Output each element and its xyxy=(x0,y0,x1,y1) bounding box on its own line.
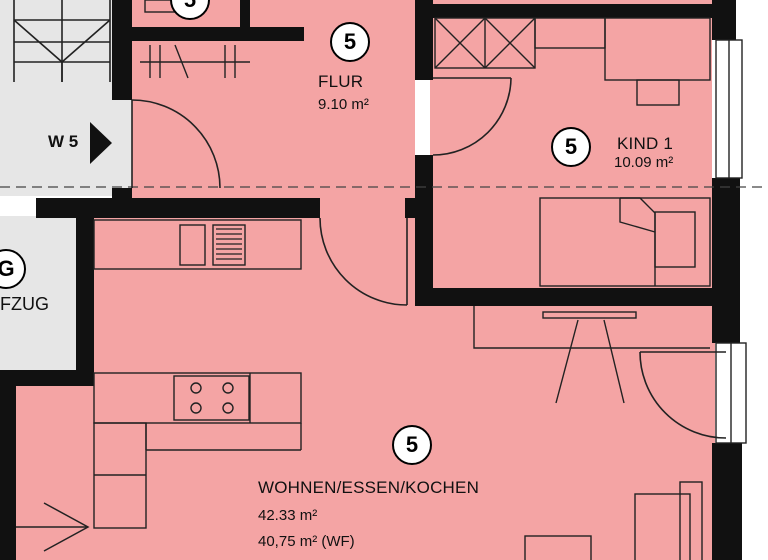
stair-icon xyxy=(13,0,111,82)
kitchen-counter xyxy=(93,219,302,529)
wall-label: W 5 xyxy=(48,132,79,151)
bed-icon xyxy=(539,197,711,287)
desk-icon xyxy=(473,306,710,404)
room-area-flur: 9.10 m² xyxy=(318,96,369,113)
door-swing-icon xyxy=(131,77,727,439)
core-strip xyxy=(112,100,132,196)
unit-badge-flur: 5 xyxy=(330,22,370,62)
kind-furniture xyxy=(434,17,711,106)
arrow-icon xyxy=(16,502,90,552)
unit-badge-wohnen: 5 xyxy=(392,425,432,465)
cooktop-icon xyxy=(173,373,251,423)
sink-grill xyxy=(216,228,242,260)
lift-core xyxy=(0,216,76,370)
sink-icon xyxy=(179,224,246,266)
unit-badge-kind1: 5 xyxy=(551,127,591,167)
lift-label: FZUG xyxy=(0,294,49,314)
windows xyxy=(715,39,747,444)
room-area-wohnen: 42.33 m² xyxy=(258,507,318,524)
room-area-wohnen-wf: 40,75 m² (WF) xyxy=(258,533,355,550)
stair-core xyxy=(0,0,112,196)
room-area-kind1: 10.09 m² xyxy=(614,154,674,171)
wall-marker-icon xyxy=(90,122,112,164)
walls xyxy=(0,0,742,560)
room-name-wohnen: WOHNEN/ESSEN/KOCHEN xyxy=(258,478,480,497)
room-name-kind1: KIND 1 xyxy=(617,134,673,153)
room-name-flur: FLUR xyxy=(318,72,364,91)
table-icon xyxy=(524,481,703,560)
